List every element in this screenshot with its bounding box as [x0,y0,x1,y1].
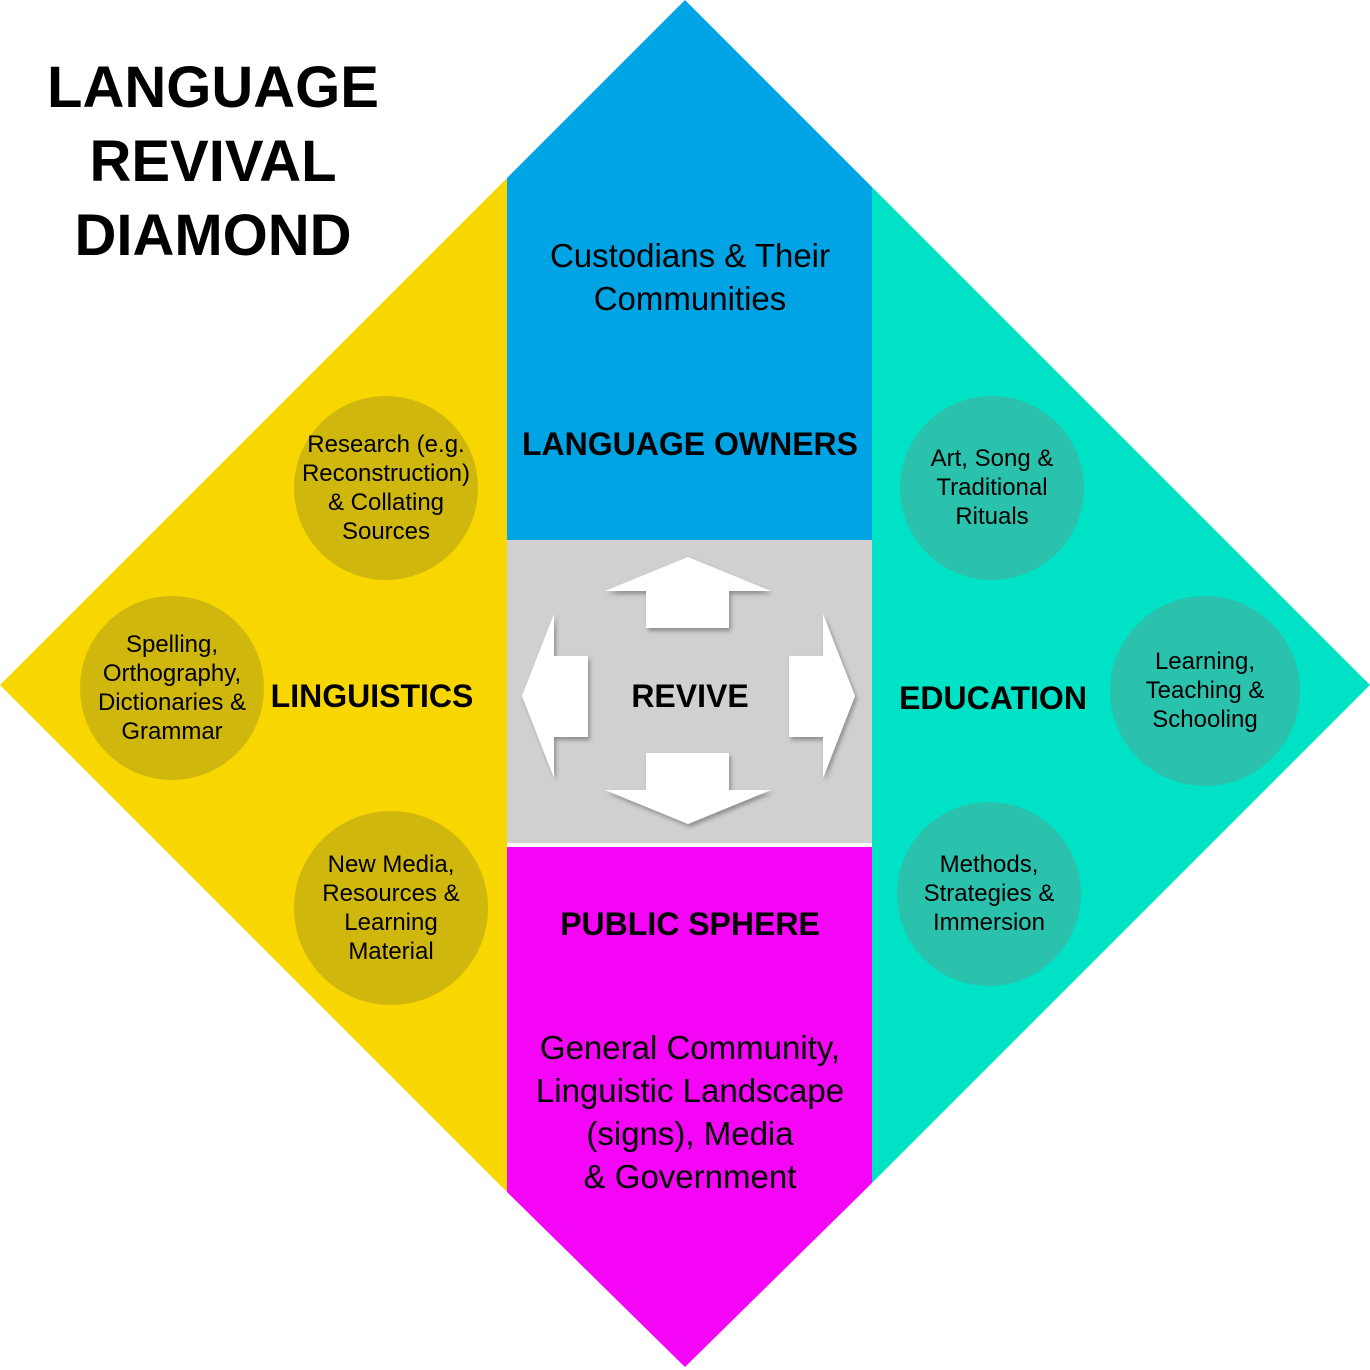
methods-circle [897,802,1081,986]
education-label: EDUCATION [899,680,1087,716]
language-owners-quadrant-shape [507,0,872,540]
art-song-circle-label: Art, Song & Traditional Rituals [930,445,1054,530]
learning-teaching-circle-label: Learning, Teaching & Schooling [1145,648,1265,733]
arrow-down-icon [605,753,771,824]
language-owners-label: LANGUAGE OWNERS [522,426,858,462]
research-circle-label: Research (e.g. Reconstruction) & Collati… [301,431,471,545]
methods-circle-label: Methods, Strategies & Immersion [923,851,1055,936]
new-media-circle [294,811,488,1005]
language-owners-description: Custodians & Their Communities [549,237,831,317]
revive-label: REVIVE [631,678,749,714]
arrow-up-icon [605,557,771,628]
arrow-left-icon [522,614,588,778]
public-sphere-description: General Community, Linguistic Landscape … [535,1029,845,1195]
art-song-circle [900,396,1084,580]
new-media-circle-label: New Media, Resources & Learning Material [322,851,460,965]
spelling-circle [80,596,264,780]
spelling-circle-label: Spelling, Orthography, Dictionaries & Gr… [97,631,247,745]
page-title: LANGUAGE REVIVAL DIAMOND [47,55,379,268]
learning-teaching-circle [1110,596,1300,786]
public-sphere-label: PUBLIC SPHERE [560,906,820,942]
research-circle [294,396,478,580]
linguistics-label: LINGUISTICS [270,678,474,714]
public-sphere-quadrant-shape [507,847,872,1367]
arrow-right-icon [789,614,855,778]
